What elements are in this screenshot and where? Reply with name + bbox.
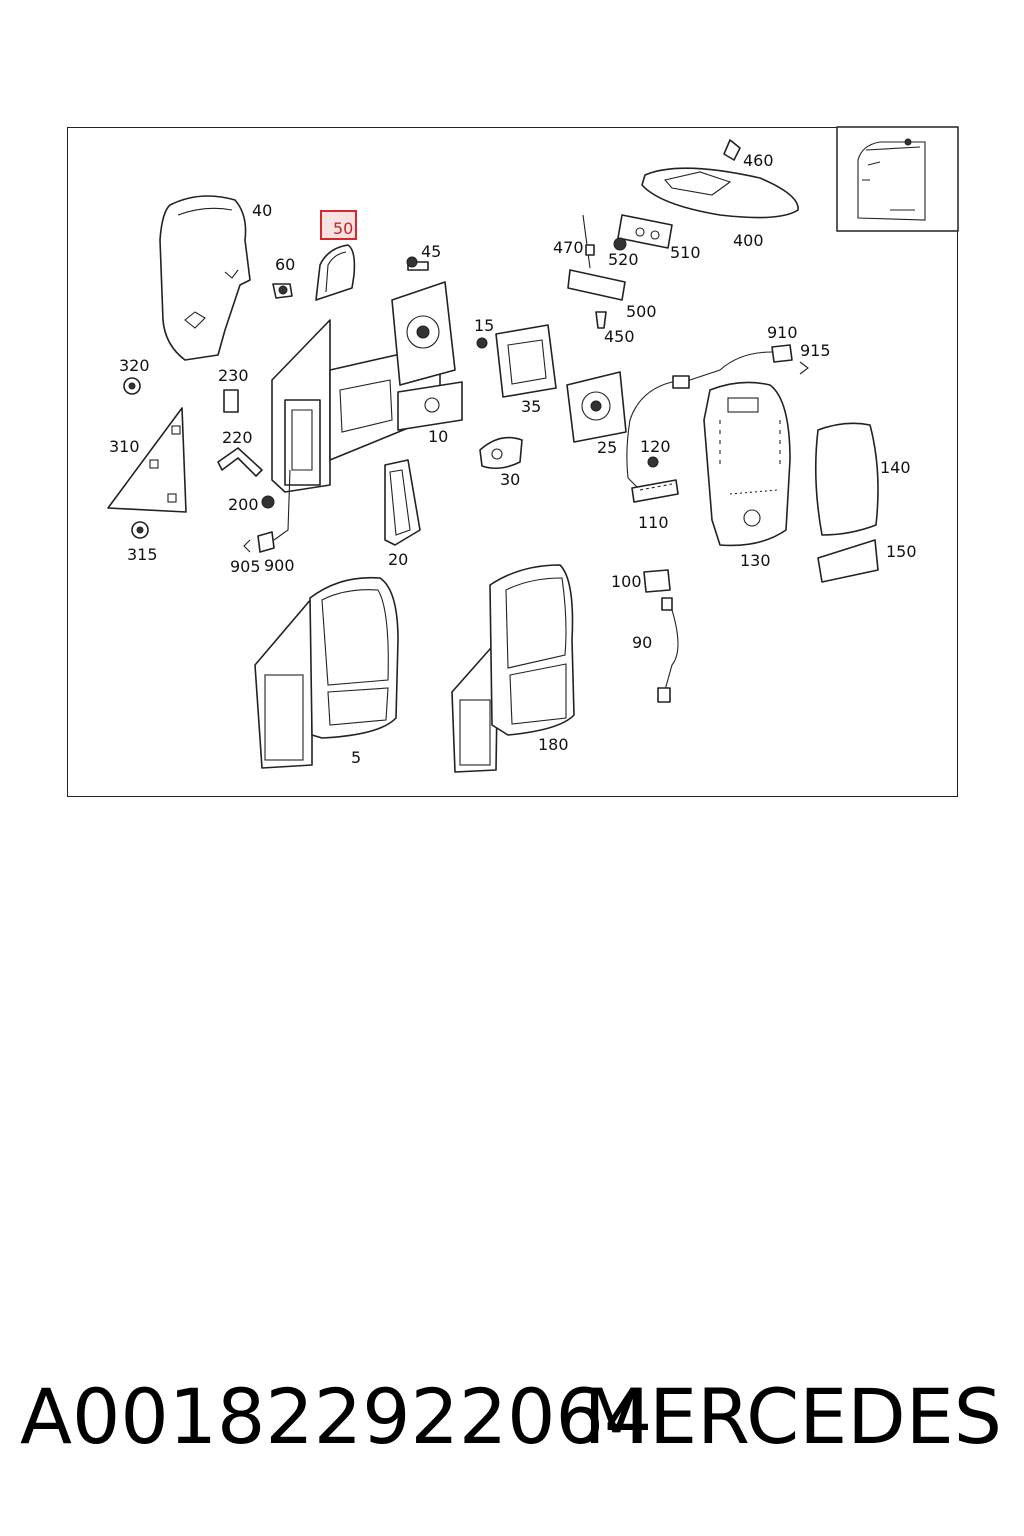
part-40-mirror-cover[interactable]: 40 <box>159 195 272 361</box>
label-110: 110 <box>638 513 669 532</box>
part-230-block[interactable]: 230 <box>218 366 249 413</box>
label-10: 10 <box>428 427 448 446</box>
part-10-arm-base[interactable]: 10 <box>271 319 463 493</box>
part-510-plate[interactable]: 510 <box>617 214 701 262</box>
label-5: 5 <box>351 748 361 767</box>
label-915: 915 <box>800 341 831 360</box>
label-25: 25 <box>597 438 617 457</box>
part-180-mirror-assembly[interactable]: 180 <box>451 564 575 773</box>
part-450-screw[interactable]: 450 <box>595 311 635 346</box>
part-35-plate[interactable]: 35 <box>495 324 557 416</box>
label-460: 460 <box>743 151 774 170</box>
part-130-housing-back[interactable]: 130 <box>703 381 791 570</box>
label-900: 900 <box>264 556 295 575</box>
part-50-mirror-cover-insert[interactable]: 50 <box>315 210 357 301</box>
part-900-connector[interactable]: 905 900 <box>230 469 295 576</box>
footer: A001822922064 MERCEDES <box>0 1372 1024 1482</box>
part-150-lower-glass[interactable]: 150 <box>817 539 917 583</box>
label-140: 140 <box>880 458 911 477</box>
label-150: 150 <box>886 542 917 561</box>
label-520: 520 <box>608 250 639 269</box>
label-500: 500 <box>626 302 657 321</box>
part-120-screw[interactable]: 120 <box>640 437 671 468</box>
label-35: 35 <box>521 397 541 416</box>
part-500-bracket[interactable]: 500 <box>567 269 657 321</box>
brand-name: MERCEDES <box>583 1372 1002 1461</box>
part-470-pin[interactable]: 470 <box>553 214 595 269</box>
part-220-angle-seal[interactable]: 220 <box>217 428 263 477</box>
part-30-housing[interactable]: 30 <box>479 436 523 489</box>
label-400: 400 <box>733 231 764 250</box>
part-motor-assembly[interactable] <box>391 281 456 386</box>
vehicle-inset <box>836 126 959 232</box>
label-30: 30 <box>500 470 520 489</box>
label-20: 20 <box>388 550 408 569</box>
part-25-adjust-plate[interactable]: 25 <box>566 371 627 457</box>
label-40: 40 <box>252 201 272 220</box>
part-910-connector[interactable]: 910 915 <box>626 323 831 491</box>
label-130: 130 <box>740 551 771 570</box>
part-number: A001822922064 <box>20 1372 653 1461</box>
part-400-top-arm[interactable]: 400 460 <box>641 139 799 250</box>
label-200: 200 <box>228 495 259 514</box>
part-320-grommet[interactable]: 320 <box>119 356 150 395</box>
label-450: 450 <box>604 327 635 346</box>
label-100: 100 <box>611 572 642 591</box>
part-140-mirror-glass[interactable]: 140 <box>814 422 911 536</box>
part-310-triangle-cover[interactable]: 310 <box>107 407 187 513</box>
part-15-screw[interactable]: 15 <box>474 316 494 349</box>
label-310: 310 <box>109 437 140 456</box>
label-905: 905 <box>230 557 261 576</box>
label-90: 90 <box>632 633 652 652</box>
label-120: 120 <box>640 437 671 456</box>
part-45-screw[interactable]: 45 <box>406 242 441 271</box>
part-200-screw[interactable]: 200 <box>228 495 275 514</box>
label-470: 470 <box>553 238 584 257</box>
label-230: 230 <box>218 366 249 385</box>
label-45: 45 <box>421 242 441 261</box>
label-180: 180 <box>538 735 569 754</box>
diagram-frame <box>67 127 958 797</box>
part-90-cable[interactable]: 90 <box>632 597 679 703</box>
label-320: 320 <box>119 356 150 375</box>
part-5-mirror-assembly[interactable]: 5 <box>254 576 399 769</box>
label-315: 315 <box>127 545 158 564</box>
label-910: 910 <box>767 323 798 342</box>
label-50: 50 <box>333 219 353 238</box>
part-315-grommet[interactable]: 315 <box>127 521 158 564</box>
label-15: 15 <box>474 316 494 335</box>
label-510: 510 <box>670 243 701 262</box>
part-60-clip[interactable]: 60 <box>272 255 295 299</box>
part-110-light-strip[interactable]: 110 <box>631 479 679 532</box>
highlight-box-50 <box>320 210 357 240</box>
part-20-bracket[interactable]: 20 <box>384 459 421 569</box>
label-60: 60 <box>275 255 295 274</box>
part-100-module[interactable]: 100 <box>611 569 671 593</box>
part-520-nut[interactable]: 520 <box>608 237 639 269</box>
label-220: 220 <box>222 428 253 447</box>
